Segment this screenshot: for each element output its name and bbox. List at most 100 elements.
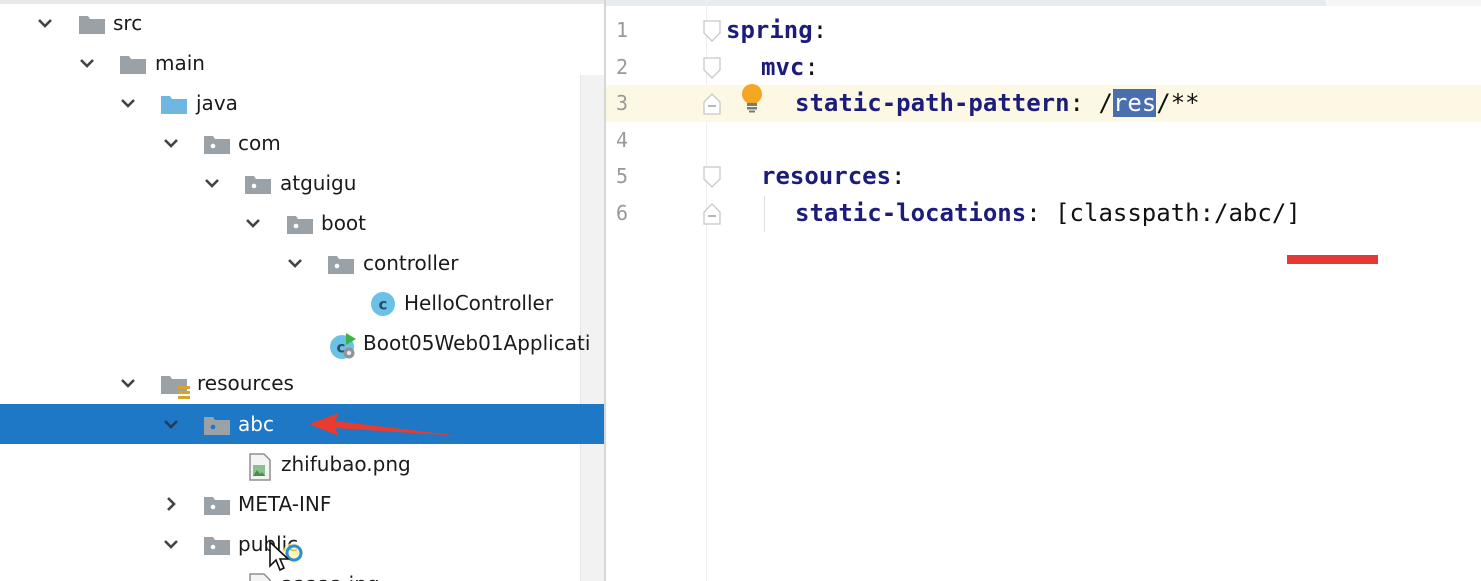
package-icon bbox=[203, 413, 233, 437]
tree-item-zhifubao[interactable]: zhifubao.png bbox=[0, 444, 604, 484]
tree-item-label: boot bbox=[321, 211, 367, 235]
spring-boot-class-icon: c bbox=[328, 332, 358, 359]
fold-marker-icon[interactable] bbox=[702, 20, 722, 42]
editor-tab-strip bbox=[606, 0, 1481, 6]
code-text: mvc: bbox=[761, 52, 819, 82]
source-folder-icon bbox=[160, 92, 190, 116]
yaml-value: /** bbox=[1156, 89, 1200, 117]
line-number: 5 bbox=[616, 164, 629, 188]
chevron-down-icon[interactable] bbox=[204, 175, 220, 191]
code-line-1[interactable]: 1 spring: bbox=[606, 12, 1481, 49]
chevron-down-icon[interactable] bbox=[120, 95, 136, 111]
yaml-colon: : bbox=[1026, 199, 1041, 227]
image-file-icon bbox=[248, 453, 278, 481]
yaml-colon: : bbox=[891, 162, 906, 190]
line-number: 4 bbox=[616, 128, 629, 152]
package-icon bbox=[203, 493, 233, 517]
yaml-colon: : bbox=[804, 53, 819, 81]
code-line-3[interactable]: 3 static-path-pattern: /res/** bbox=[606, 85, 1481, 122]
chevron-down-icon[interactable] bbox=[79, 55, 95, 71]
folder-icon bbox=[119, 52, 149, 76]
tree-item-label: atguigu bbox=[280, 171, 357, 195]
tree-item-meta-inf[interactable]: META-INF bbox=[0, 484, 604, 524]
tree-item-aaaaa[interactable]: aaaaa.jpg bbox=[0, 564, 604, 581]
code-text: spring: bbox=[726, 15, 827, 45]
tree-item-boot-application[interactable]: c Boot05Web01Applicati bbox=[0, 323, 604, 363]
tree-item-label: META-INF bbox=[238, 492, 332, 516]
yaml-key: static-locations bbox=[795, 199, 1027, 227]
tree-item-label: src bbox=[113, 11, 143, 35]
tree-item-atguigu[interactable]: atguigu bbox=[0, 163, 604, 203]
code-line-2[interactable]: 2 mvc: bbox=[606, 49, 1481, 86]
chevron-down-icon[interactable] bbox=[37, 15, 53, 31]
chevron-down-icon[interactable] bbox=[287, 255, 303, 271]
line-number: 1 bbox=[616, 18, 629, 42]
yaml-value: [classpath:/abc/] bbox=[1040, 199, 1301, 227]
tree-item-boot[interactable]: boot bbox=[0, 203, 604, 243]
code-text: resources: bbox=[761, 161, 906, 191]
tree-item-label: java bbox=[196, 91, 238, 115]
gutter-separator bbox=[706, 0, 707, 581]
tree-item-label: aaaaa.jpg bbox=[281, 572, 380, 581]
package-icon bbox=[203, 132, 233, 156]
annotation-underline bbox=[1287, 255, 1378, 264]
chevron-down-icon[interactable] bbox=[163, 536, 179, 552]
tree-header-strip bbox=[0, 0, 604, 4]
tree-item-hellocontroller[interactable]: c HelloController bbox=[0, 283, 604, 323]
yaml-key: spring bbox=[726, 16, 813, 44]
fold-end-marker-icon[interactable] bbox=[702, 93, 722, 115]
package-icon bbox=[203, 533, 233, 557]
chevron-down-icon[interactable] bbox=[163, 135, 179, 151]
tree-item-main[interactable]: main bbox=[0, 43, 604, 83]
tree-item-label: controller bbox=[363, 251, 459, 275]
yaml-editor[interactable]: 1 spring: 2 mvc: 3 static-path-pattern: … bbox=[604, 0, 1481, 581]
tree-item-com[interactable]: com bbox=[0, 123, 604, 163]
tree-item-java[interactable]: java bbox=[0, 83, 604, 123]
image-file-icon bbox=[248, 573, 278, 581]
tree-item-label: resources bbox=[197, 371, 294, 395]
yaml-key: static-path-pattern bbox=[795, 89, 1070, 117]
yaml-key: resources bbox=[761, 162, 892, 190]
indent-guide bbox=[764, 196, 765, 232]
code-line-6[interactable]: 6 static-locations: [classpath:/abc/] bbox=[606, 195, 1481, 232]
code-text: static-path-pattern: /res/** bbox=[795, 88, 1200, 118]
tree-item-label: Boot05Web01Applicati bbox=[363, 331, 591, 355]
svg-text:c: c bbox=[337, 339, 346, 357]
package-icon bbox=[286, 212, 316, 236]
fold-marker-icon[interactable] bbox=[702, 166, 722, 188]
code-text: static-locations: [classpath:/abc/] bbox=[795, 198, 1301, 228]
fold-end-marker-icon[interactable] bbox=[702, 203, 722, 225]
tree-item-label: zhifubao.png bbox=[281, 452, 411, 476]
chevron-right-icon[interactable] bbox=[163, 496, 179, 512]
package-icon bbox=[244, 172, 274, 196]
yaml-value: / bbox=[1084, 89, 1113, 117]
fold-marker-icon[interactable] bbox=[702, 57, 722, 79]
resources-folder-icon bbox=[160, 372, 190, 399]
mouse-cursor-icon bbox=[269, 540, 290, 572]
tree-item-controller[interactable]: controller bbox=[0, 243, 604, 283]
chevron-down-icon[interactable] bbox=[163, 416, 179, 432]
tree-item-label: com bbox=[238, 131, 281, 155]
selected-text: res bbox=[1112, 89, 1157, 117]
line-number: 2 bbox=[616, 55, 629, 79]
code-line-5[interactable]: 5 resources: bbox=[606, 158, 1481, 195]
tree-item-label: HelloController bbox=[404, 291, 554, 315]
tree-item-label: main bbox=[155, 51, 205, 75]
annotation-arrow-icon bbox=[309, 413, 460, 436]
code-line-4[interactable]: 4 bbox=[606, 122, 1481, 159]
line-number: 6 bbox=[616, 201, 629, 225]
folder-icon bbox=[78, 12, 108, 36]
tree-item-abc[interactable]: abc bbox=[0, 404, 604, 444]
chevron-down-icon[interactable] bbox=[120, 375, 136, 391]
project-tree: src main java com atguigu boot controlle… bbox=[0, 0, 604, 581]
tree-scrollbar[interactable] bbox=[580, 75, 604, 581]
svg-text:c: c bbox=[379, 296, 388, 314]
tree-item-src[interactable]: src bbox=[0, 3, 604, 43]
yaml-colon: : bbox=[1069, 89, 1084, 117]
tree-item-label: abc bbox=[238, 412, 274, 436]
tree-item-resources[interactable]: resources bbox=[0, 363, 604, 403]
yaml-colon: : bbox=[812, 16, 828, 44]
lightbulb-icon[interactable] bbox=[739, 83, 765, 113]
yaml-key: mvc bbox=[761, 53, 805, 81]
chevron-down-icon[interactable] bbox=[245, 215, 261, 231]
